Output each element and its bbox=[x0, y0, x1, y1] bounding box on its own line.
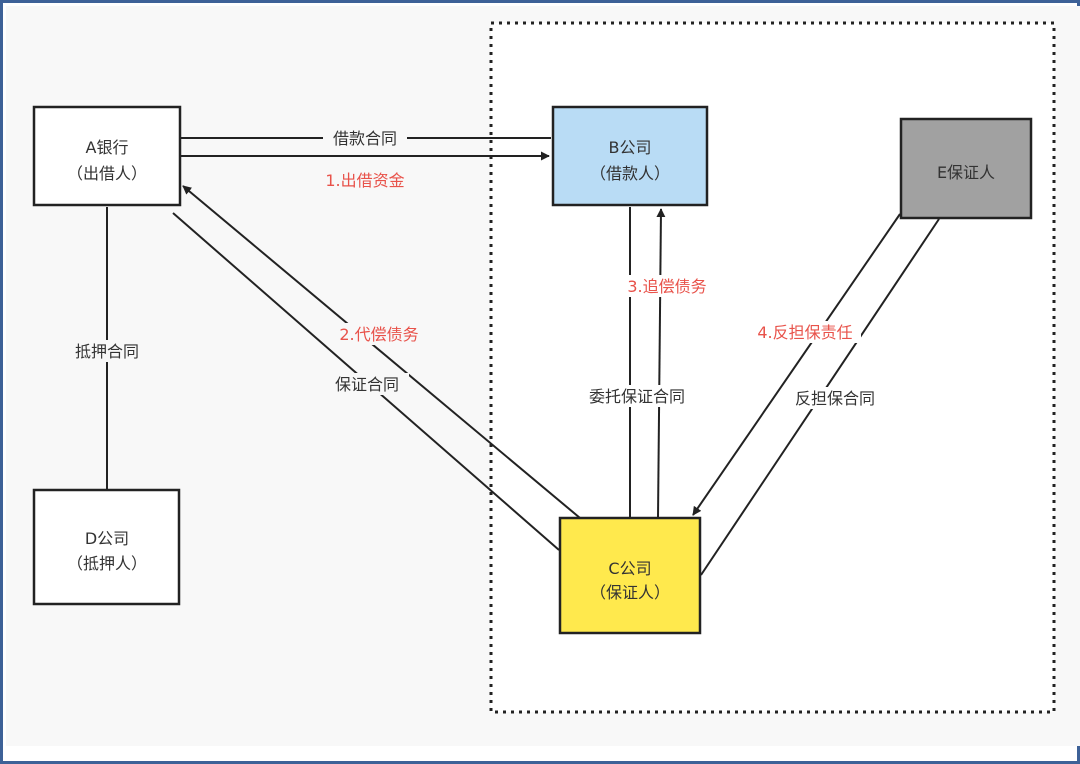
node-a-box[interactable] bbox=[32, 105, 182, 207]
label-entrusted-guarantee-contract: 委托保证合同 bbox=[579, 385, 695, 407]
node-e-guarantor[interactable]: E保证人 bbox=[899, 117, 1033, 220]
entrusted-guarantee-contract-label: 委托保证合同 bbox=[589, 387, 685, 406]
step2-arrow-line bbox=[182, 185, 581, 519]
node-c-company-guarantor[interactable]: C公司 （保证人） bbox=[558, 516, 702, 635]
node-c-box[interactable] bbox=[558, 516, 702, 635]
node-a-role: （出借人） bbox=[67, 164, 147, 183]
diagram-canvas: 借款合同 1.出借资金 抵押合同 2.代偿债务 保证合同 3.追偿债务 bbox=[6, 6, 1080, 746]
node-a-name: A银行 bbox=[86, 138, 129, 157]
edge-step2-compensate-debt bbox=[182, 185, 581, 519]
step3-arrow-line bbox=[656, 208, 666, 519]
node-b-company-borrower[interactable]: B公司 （借款人） bbox=[551, 105, 709, 207]
mortgage-contract-label: 抵押合同 bbox=[75, 342, 139, 361]
step1-label: 1.出借资金 bbox=[325, 171, 404, 190]
loan-contract-label: 借款合同 bbox=[333, 129, 397, 148]
node-c-role: （保证人） bbox=[590, 583, 670, 602]
step4-arrow-line bbox=[692, 213, 901, 516]
node-b-role: （借款人） bbox=[590, 164, 670, 183]
label-counter-guarantee-contract: 反担保合同 bbox=[785, 387, 885, 409]
counter-guarantee-contract-label: 反担保合同 bbox=[795, 389, 875, 408]
label-mortgage-contract: 抵押合同 bbox=[63, 340, 151, 362]
step2-label: 2.代偿债务 bbox=[339, 325, 418, 344]
node-b-name: B公司 bbox=[609, 138, 652, 157]
node-e-box[interactable] bbox=[899, 117, 1033, 220]
step4-label: 4.反担保责任 bbox=[757, 323, 852, 342]
label-loan-contract: 借款合同 bbox=[323, 127, 407, 149]
label-step3: 3.追偿债务 bbox=[619, 275, 715, 297]
edge-step4-counter-guarantee-liability bbox=[692, 213, 901, 516]
label-guarantee-contract: 保证合同 bbox=[325, 373, 409, 395]
node-a-bank-lender[interactable]: A银行 （出借人） bbox=[32, 105, 182, 207]
diagram-svg: 借款合同 1.出借资金 抵押合同 2.代偿债务 保证合同 3.追偿债务 bbox=[32, 21, 1056, 714]
node-d-company-mortgagor[interactable]: D公司 （抵押人） bbox=[32, 488, 181, 606]
node-d-role: （抵押人） bbox=[67, 554, 147, 573]
label-step4: 4.反担保责任 bbox=[749, 321, 861, 343]
node-b-box[interactable] bbox=[551, 105, 709, 207]
step3-label: 3.追偿债务 bbox=[627, 277, 706, 296]
label-step1: 1.出借资金 bbox=[325, 171, 404, 190]
guarantee-contract-label: 保证合同 bbox=[335, 375, 399, 394]
edge-step3-recover-debt bbox=[656, 208, 666, 519]
node-c-name: C公司 bbox=[608, 559, 651, 578]
label-step2: 2.代偿债务 bbox=[331, 323, 427, 345]
node-d-name: D公司 bbox=[85, 529, 129, 548]
node-d-box[interactable] bbox=[32, 488, 181, 606]
node-e-name: E保证人 bbox=[937, 163, 995, 182]
